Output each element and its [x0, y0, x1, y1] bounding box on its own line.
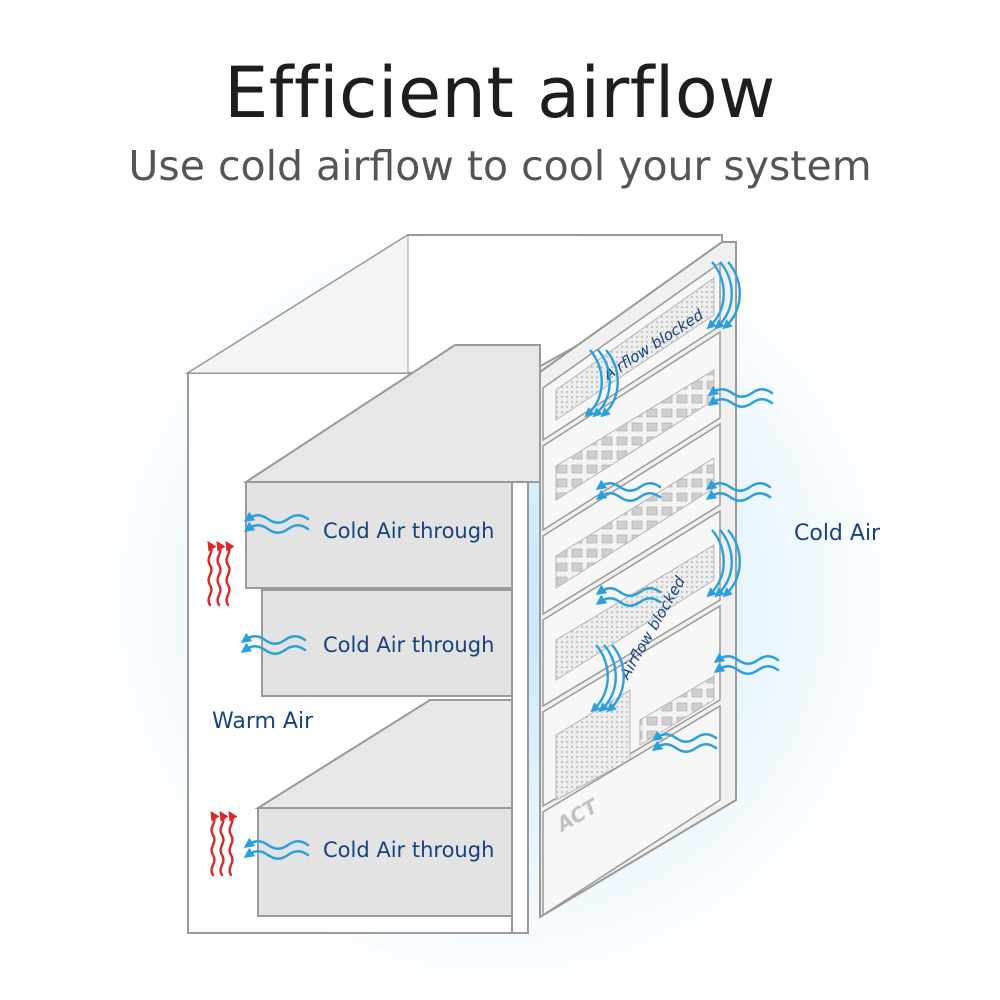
cold-air-through-label-middle: Cold Air through — [323, 633, 494, 657]
cold-air-label: Cold Air — [794, 521, 881, 546]
rack-unit-6 — [542, 704, 721, 917]
warm-air-label: Warm Air — [212, 709, 314, 734]
shelf-bottom — [254, 699, 513, 917]
page-title: Efficient airflow — [224, 52, 776, 134]
rack-front: ACT — [539, 241, 737, 919]
shelf-top — [242, 344, 541, 589]
cold-air-through-label-top: Cold Air through — [323, 519, 494, 543]
page-subtitle: Use cold airflow to cool your system — [128, 142, 872, 190]
cold-air-through-label-bottom: Cold Air through — [323, 838, 494, 862]
shelf-middle — [261, 589, 513, 697]
